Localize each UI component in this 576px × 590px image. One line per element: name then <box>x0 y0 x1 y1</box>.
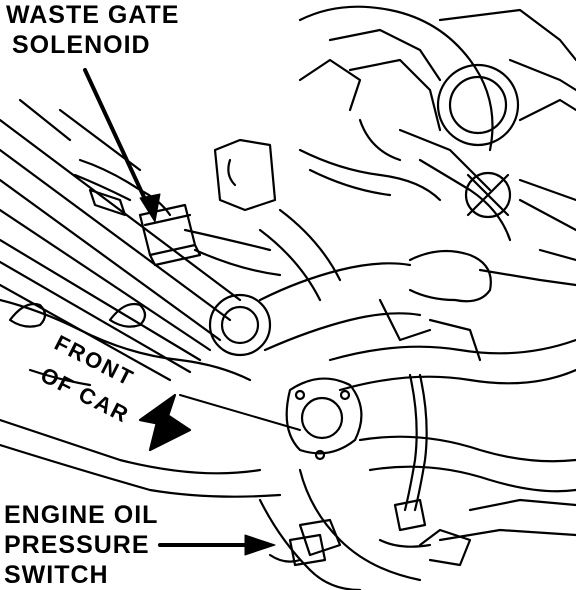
waste-gate-pointer <box>83 68 152 212</box>
front-of-car-arrow <box>138 393 301 452</box>
oil-pressure-switch-part <box>268 373 472 567</box>
oil-pressure-label-line-2: PRESSURE <box>4 531 150 559</box>
oil-pressure-label-line-1: ENGINE OIL <box>4 501 159 529</box>
oil-pressure-label: ENGINE OIL PRESSURE SWITCH <box>4 500 158 590</box>
waste-gate-label-line-2: SOLENOID <box>12 31 151 59</box>
valve-cover <box>0 98 242 382</box>
waste-gate-label-line-1: WASTE GATE <box>6 1 180 29</box>
waste-gate-label: WASTE GATE SOLENOID <box>6 0 179 60</box>
oil-pressure-label-line-3: SWITCH <box>4 561 109 589</box>
hoses <box>208 138 576 392</box>
intake-assembly <box>298 5 576 262</box>
exhaust-manifold <box>0 298 282 498</box>
turbo-housing <box>258 377 576 590</box>
